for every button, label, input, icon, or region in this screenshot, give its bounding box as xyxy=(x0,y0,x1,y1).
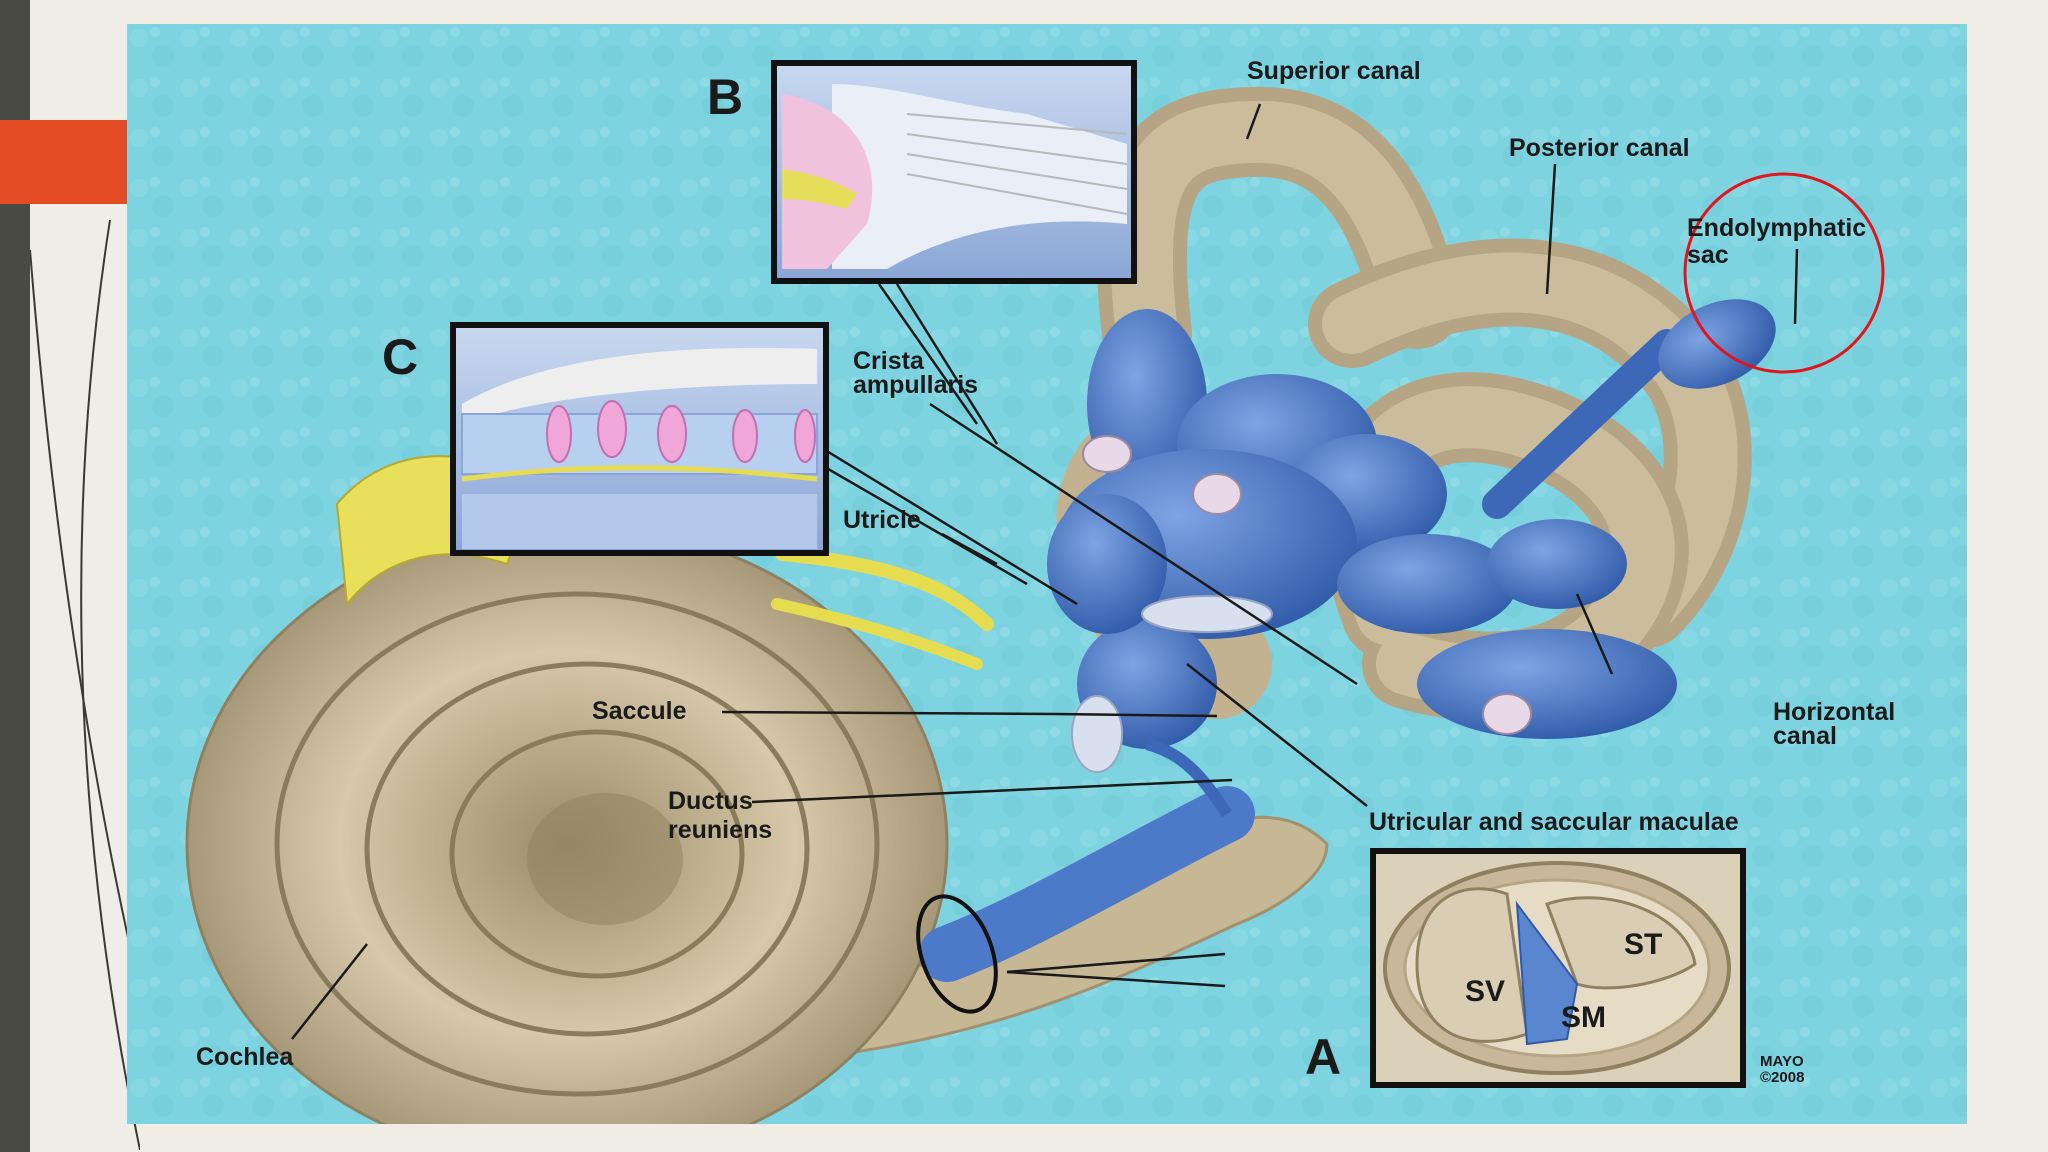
label-scala-vestibuli: SV xyxy=(1465,975,1506,1008)
label-ductus-reuniens-line1: Ductus xyxy=(668,787,753,815)
inset-b xyxy=(771,60,1137,284)
label-posterior-canal: Posterior canal xyxy=(1509,134,1690,162)
inner-ear-diagram-panel: Superior canal Posterior canal Endolymph… xyxy=(127,24,1967,1124)
credit-mayo-line2: ©2008 xyxy=(1760,1069,1805,1086)
inset-c xyxy=(450,322,829,556)
inset-label-b: B xyxy=(707,69,744,125)
inset-label-a: A xyxy=(1305,1029,1342,1085)
inset-a xyxy=(1370,848,1746,1088)
highlight-circle xyxy=(1683,172,1885,374)
label-cochlea: Cochlea xyxy=(196,1043,294,1071)
inner-ear-illustration xyxy=(127,24,1967,1124)
label-ductus-reuniens-line2: reuniens xyxy=(668,816,773,844)
label-scala-tympani: ST xyxy=(1624,928,1663,961)
label-crista-ampullaris-line2: ampullaris xyxy=(853,371,979,399)
label-scala-media: SM xyxy=(1561,1001,1606,1034)
accent-block xyxy=(0,120,128,204)
label-horizontal-canal-line2: canal xyxy=(1773,722,1837,750)
label-endolymphatic-sac-line1: Endolymphatic xyxy=(1687,214,1867,242)
label-superior-canal: Superior canal xyxy=(1247,57,1421,85)
label-utricle: Utricle xyxy=(843,506,921,534)
label-endolymphatic-sac-line2: sac xyxy=(1687,241,1729,269)
label-horizontal-canal-line1: Horizontal xyxy=(1773,698,1896,726)
label-crista-ampullaris-line1: Crista xyxy=(853,347,924,375)
credit-mayo-line1: MAYO xyxy=(1760,1053,1804,1070)
cochlear-duct xyxy=(916,738,1255,1014)
inset-label-c: C xyxy=(382,329,419,385)
label-saccule: Saccule xyxy=(592,697,687,725)
label-utricular-saccular-maculae: Utricular and saccular maculae xyxy=(1369,808,1739,836)
decorative-curves xyxy=(30,219,140,1150)
